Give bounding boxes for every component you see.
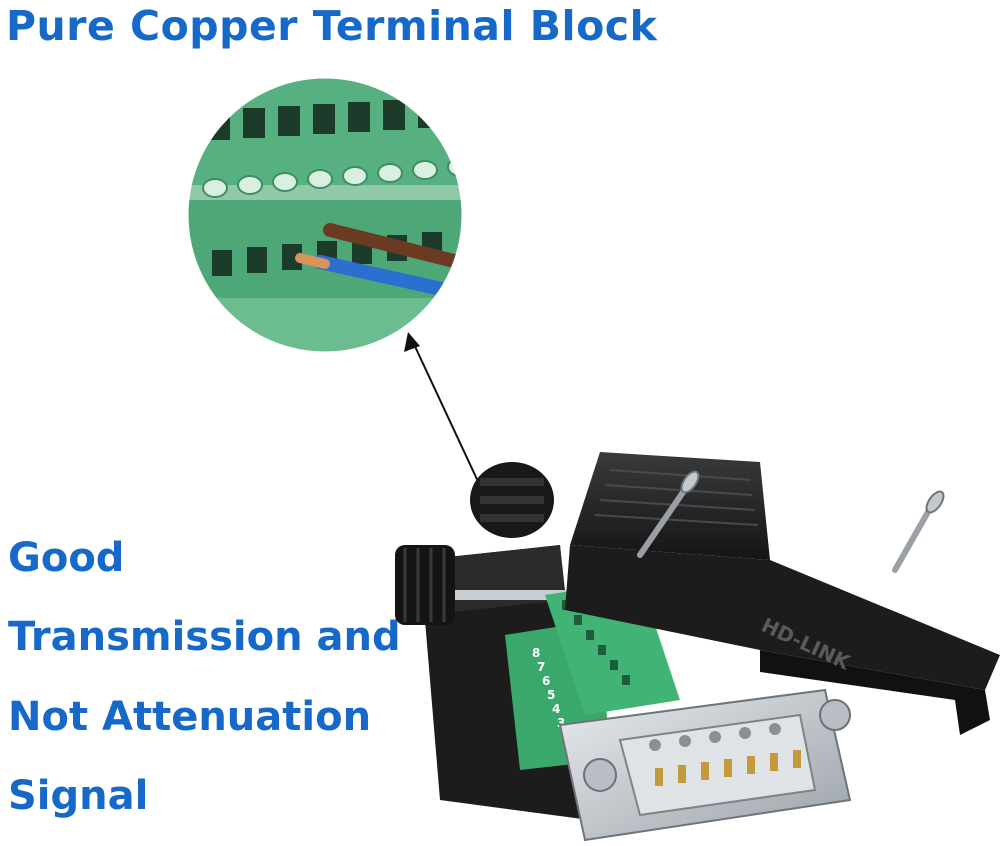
pin-number: 4: [552, 702, 560, 716]
feature-text-line-1: Good: [8, 535, 125, 581]
pin-number: 3: [557, 716, 565, 730]
pin-number: 5: [547, 688, 555, 702]
feature-text-line-3: Not Attenuation: [8, 694, 372, 740]
pin-number: 6: [542, 674, 550, 688]
feature-text-line-4: Signal: [8, 773, 149, 819]
mounting-screws: [637, 470, 945, 573]
db-connector: 8 7 6 5 4 3: [395, 462, 852, 842]
pin-number: 8: [532, 646, 540, 660]
feature-text-line-2: Transmission and: [8, 614, 401, 660]
magnified-terminal-view: [185, 75, 465, 355]
pin-number: 7: [537, 660, 545, 674]
headline: Pure Copper Terminal Block: [6, 2, 658, 50]
